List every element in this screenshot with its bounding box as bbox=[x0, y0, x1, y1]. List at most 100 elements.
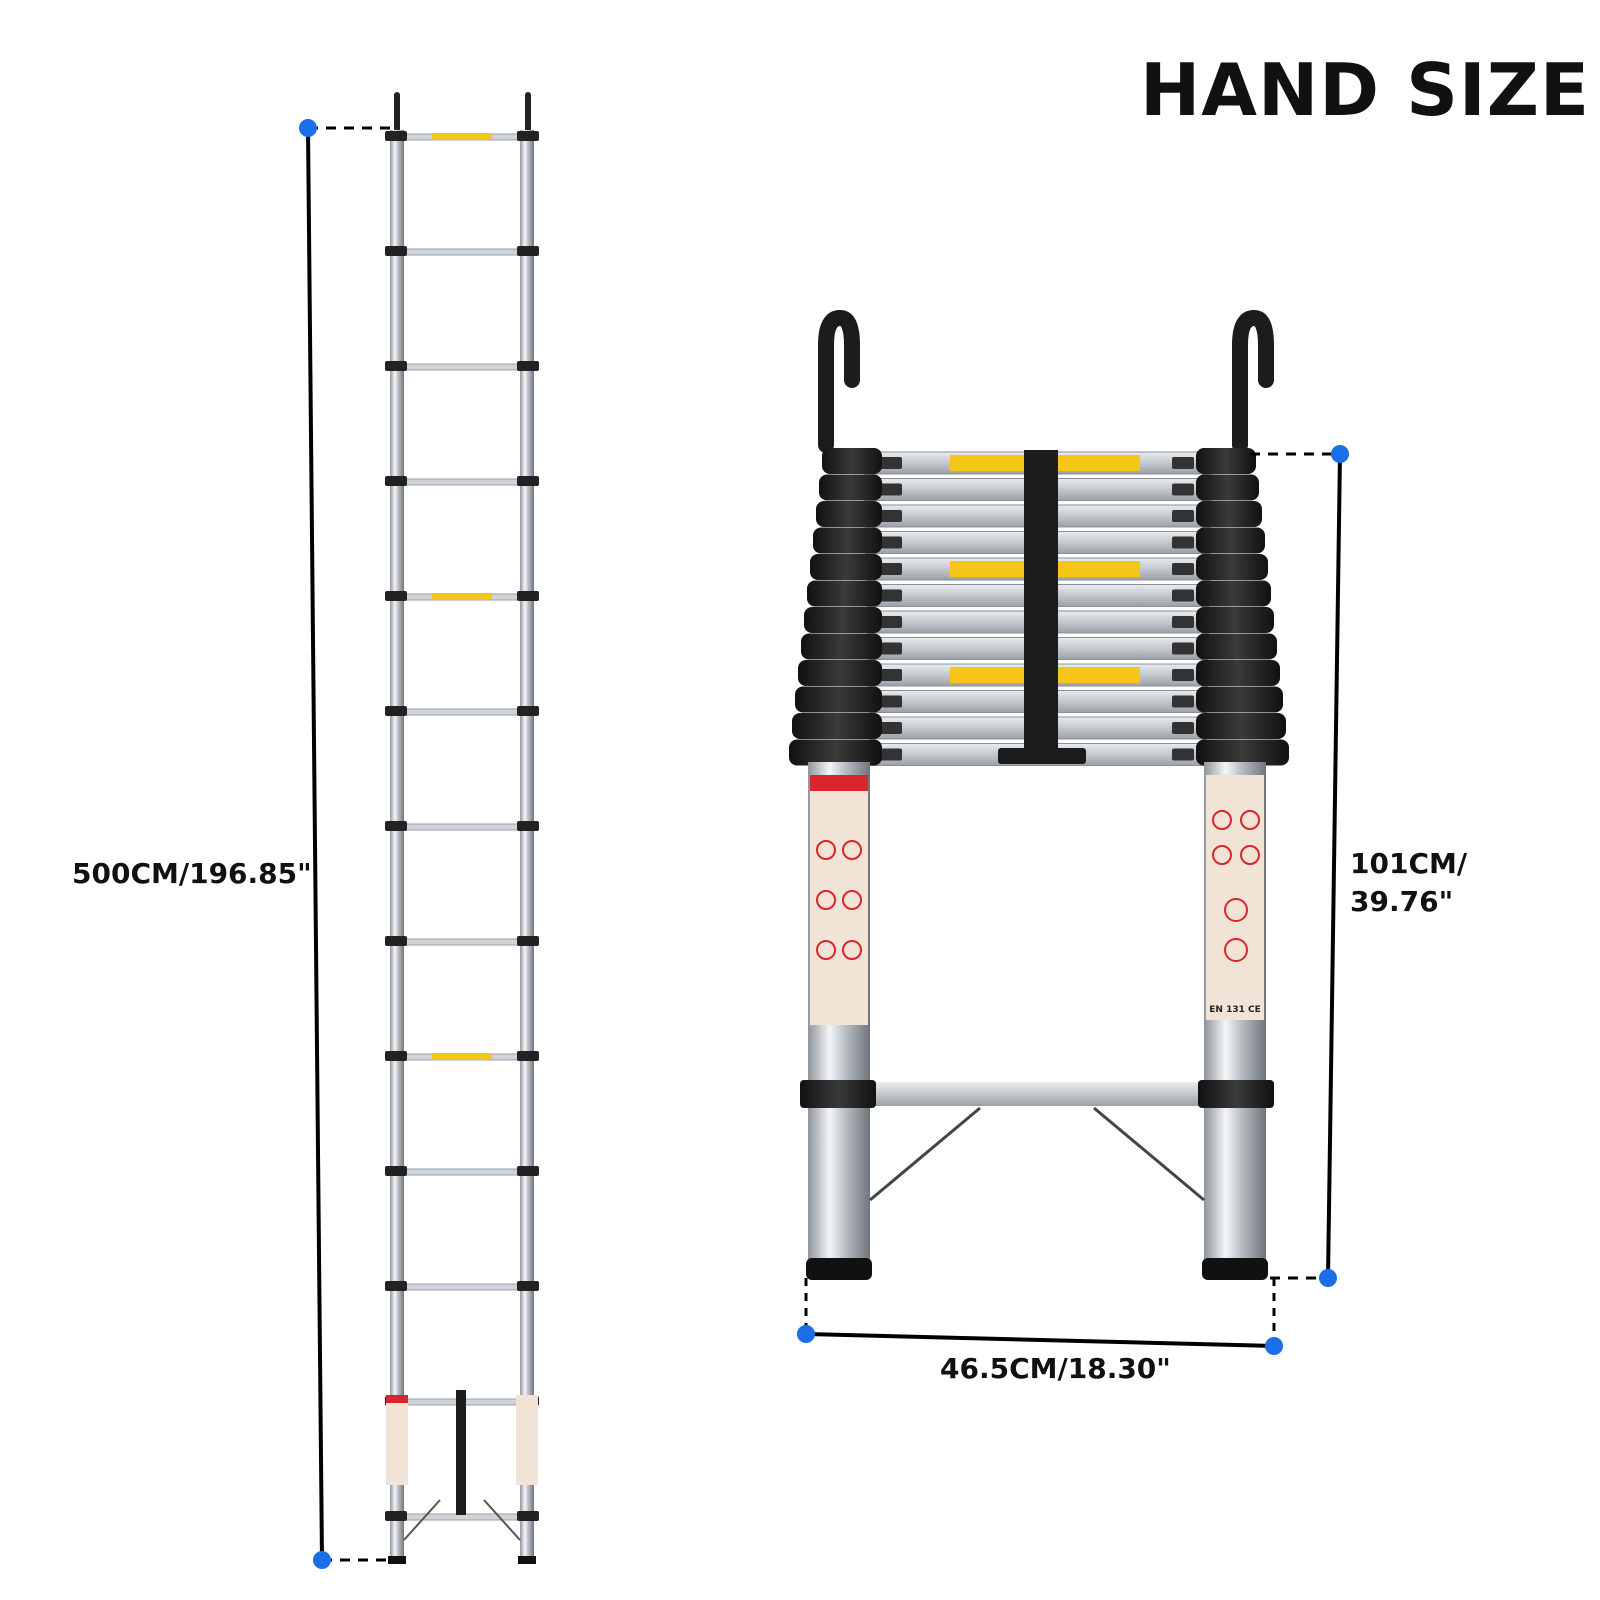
hook-right bbox=[1232, 309, 1274, 453]
foot-right bbox=[1202, 1258, 1268, 1280]
rung-collar-left bbox=[385, 1281, 407, 1291]
warning-icon bbox=[842, 840, 862, 860]
folded-height-label: 101CM/ 39.76" bbox=[1350, 845, 1467, 921]
hook-left-top bbox=[394, 92, 400, 132]
rung-lock-right bbox=[1172, 616, 1194, 628]
stabilizer-left bbox=[869, 1106, 981, 1202]
left-tube-label bbox=[810, 775, 868, 1025]
stile-collar-right bbox=[1196, 580, 1271, 607]
stile-collar-right bbox=[1196, 686, 1283, 713]
stile-collar-right bbox=[1196, 554, 1268, 580]
safety-icons bbox=[816, 810, 1260, 962]
rung-lock-left bbox=[880, 642, 902, 655]
rung bbox=[403, 1283, 521, 1291]
warning-icon bbox=[1212, 845, 1232, 865]
rung bbox=[403, 708, 521, 716]
folded-height-dimension-line bbox=[1250, 445, 1349, 1287]
stile-collar-left bbox=[819, 474, 882, 501]
marker-dot bbox=[797, 1325, 815, 1343]
foot-left bbox=[806, 1258, 872, 1280]
marker-dot bbox=[299, 119, 317, 137]
rung-lock-right bbox=[1172, 536, 1194, 549]
rung-lock-right bbox=[1172, 669, 1194, 681]
rung-lock-right bbox=[1172, 642, 1194, 655]
rung-collar-left bbox=[385, 361, 407, 371]
rung-collar-right bbox=[517, 1166, 539, 1176]
warning-icon bbox=[816, 840, 836, 860]
extended-rungs bbox=[385, 131, 539, 1521]
rung-lock-left bbox=[880, 536, 902, 549]
rung-collar-right bbox=[517, 936, 539, 946]
warning-icon bbox=[1240, 845, 1260, 865]
rung-lock-right bbox=[1172, 457, 1194, 469]
right-tube-label bbox=[1206, 775, 1264, 1020]
stile-collar-left bbox=[795, 686, 882, 713]
stile-collar-left bbox=[792, 713, 882, 739]
strap bbox=[1024, 450, 1058, 750]
stile-collar-left bbox=[804, 607, 882, 633]
warning-icon bbox=[842, 890, 862, 910]
rung-lock-right bbox=[1172, 748, 1194, 761]
stile-collar-right bbox=[1196, 448, 1256, 474]
width-label: 46.5CM/18.30" bbox=[940, 1352, 1171, 1385]
foot-left bbox=[388, 1556, 406, 1564]
stabilizer-strap bbox=[456, 1390, 466, 1515]
rung-collar-left bbox=[385, 1166, 407, 1176]
stile-collar-right bbox=[1196, 713, 1286, 739]
rung-collar-right bbox=[517, 246, 539, 256]
folded-ladder: EN 131 CE bbox=[789, 309, 1289, 1280]
stile-collar-left bbox=[801, 633, 882, 660]
rung-collar-left bbox=[385, 706, 407, 716]
bottom-collar-right bbox=[1198, 1080, 1274, 1108]
stile-right bbox=[520, 130, 534, 1560]
rung-collar-right bbox=[517, 131, 539, 141]
rung bbox=[403, 248, 521, 256]
rung-collar-right bbox=[517, 361, 539, 371]
rung-collar-right bbox=[517, 706, 539, 716]
stile-collar-right bbox=[1196, 660, 1280, 686]
folded-rungs bbox=[789, 448, 1289, 766]
left-safety-label bbox=[386, 1395, 408, 1485]
marker-dot bbox=[1265, 1337, 1283, 1355]
stile-collar-right bbox=[1196, 527, 1265, 554]
rung-lock-left bbox=[880, 483, 902, 496]
warning-icon bbox=[1240, 810, 1260, 830]
rung-warning-sticker bbox=[432, 133, 492, 140]
rung-lock-right bbox=[1172, 510, 1194, 522]
certification-label: EN 131 CE bbox=[1209, 1005, 1261, 1015]
rung-lock-right bbox=[1172, 589, 1194, 602]
bottom-collar-left bbox=[800, 1080, 876, 1108]
rung-lock-left bbox=[880, 510, 902, 522]
height-dimension-line bbox=[299, 119, 392, 1569]
rung-lock-right bbox=[1172, 563, 1194, 575]
marker-dot bbox=[1331, 445, 1349, 463]
rung-lock-left bbox=[880, 669, 902, 681]
rung-collar-right bbox=[517, 476, 539, 486]
folded-height-line2: 39.76" bbox=[1350, 885, 1454, 918]
rung-collar-left bbox=[385, 591, 407, 601]
folded-height-line1: 101CM/ bbox=[1350, 847, 1468, 880]
foot-right bbox=[518, 1556, 536, 1564]
stile-collar-left bbox=[810, 554, 882, 580]
rung-collar-left bbox=[385, 476, 407, 486]
rung-warning-sticker bbox=[432, 1053, 492, 1060]
stile-collar-right bbox=[1196, 501, 1262, 527]
rung-collar-right bbox=[517, 1511, 539, 1521]
rung-collar-right bbox=[517, 821, 539, 831]
stabilizer-right bbox=[1093, 1106, 1205, 1202]
stile-collar-left bbox=[798, 660, 882, 686]
rung-lock-left bbox=[880, 589, 902, 602]
rung-lock-right bbox=[1172, 722, 1194, 734]
rung-lock-left bbox=[880, 748, 902, 761]
marker-dot bbox=[313, 1551, 331, 1569]
strap-buckle bbox=[998, 748, 1086, 764]
warning-icon bbox=[1212, 810, 1232, 830]
rung-collar-left bbox=[385, 821, 407, 831]
rung-warning-sticker bbox=[432, 593, 492, 600]
stile-collar-left bbox=[822, 448, 882, 474]
left-safety-label-red bbox=[386, 1395, 408, 1403]
rung-lock-right bbox=[1172, 695, 1194, 708]
hook-right-top bbox=[525, 92, 531, 132]
